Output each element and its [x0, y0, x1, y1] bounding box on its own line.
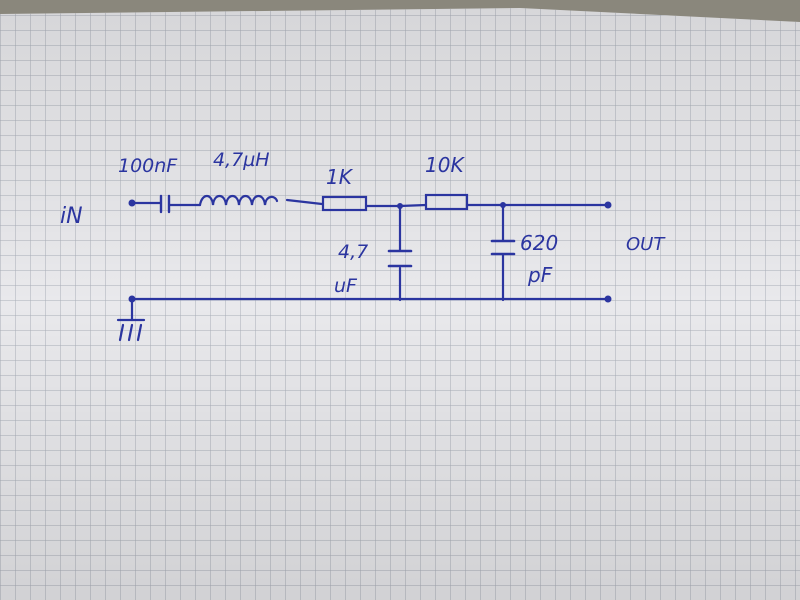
input-label: iN [60, 204, 83, 229]
output-label: OUT [626, 234, 666, 255]
terminals [128, 199, 612, 303]
resistor-1k-symbol [321, 195, 368, 212]
resistor-10k-symbol [424, 193, 469, 211]
inductor-symbol [198, 194, 279, 207]
resistor-10k-label: 10K [425, 153, 465, 177]
shunt-capacitor-label-value: 4,7 [338, 241, 368, 263]
input-terminal [128, 199, 136, 207]
output-terminal-bottom [604, 295, 612, 303]
output-capacitor-label-unit: pF [527, 263, 553, 287]
output-capacitor-symbol [490, 239, 516, 256]
series-capacitor-label: 100nF [118, 155, 178, 177]
series-capacitor-symbol [159, 194, 171, 214]
junction-dot-2 [500, 202, 506, 208]
shunt-capacitor-label-unit: uF [334, 275, 358, 297]
ground-terminal [128, 295, 136, 303]
output-capacitor-label-value: 620 [520, 231, 558, 255]
ground-symbol [116, 318, 146, 342]
shunt-capacitor-symbol [387, 249, 413, 268]
inductor-label: 4,7µH [213, 149, 270, 171]
junction-dot-1 [397, 203, 403, 209]
graph-paper [0, 8, 800, 600]
resistor-1k-label: 1K [326, 165, 354, 189]
output-terminal-top [604, 201, 612, 209]
schematic-wires [130, 198, 610, 322]
